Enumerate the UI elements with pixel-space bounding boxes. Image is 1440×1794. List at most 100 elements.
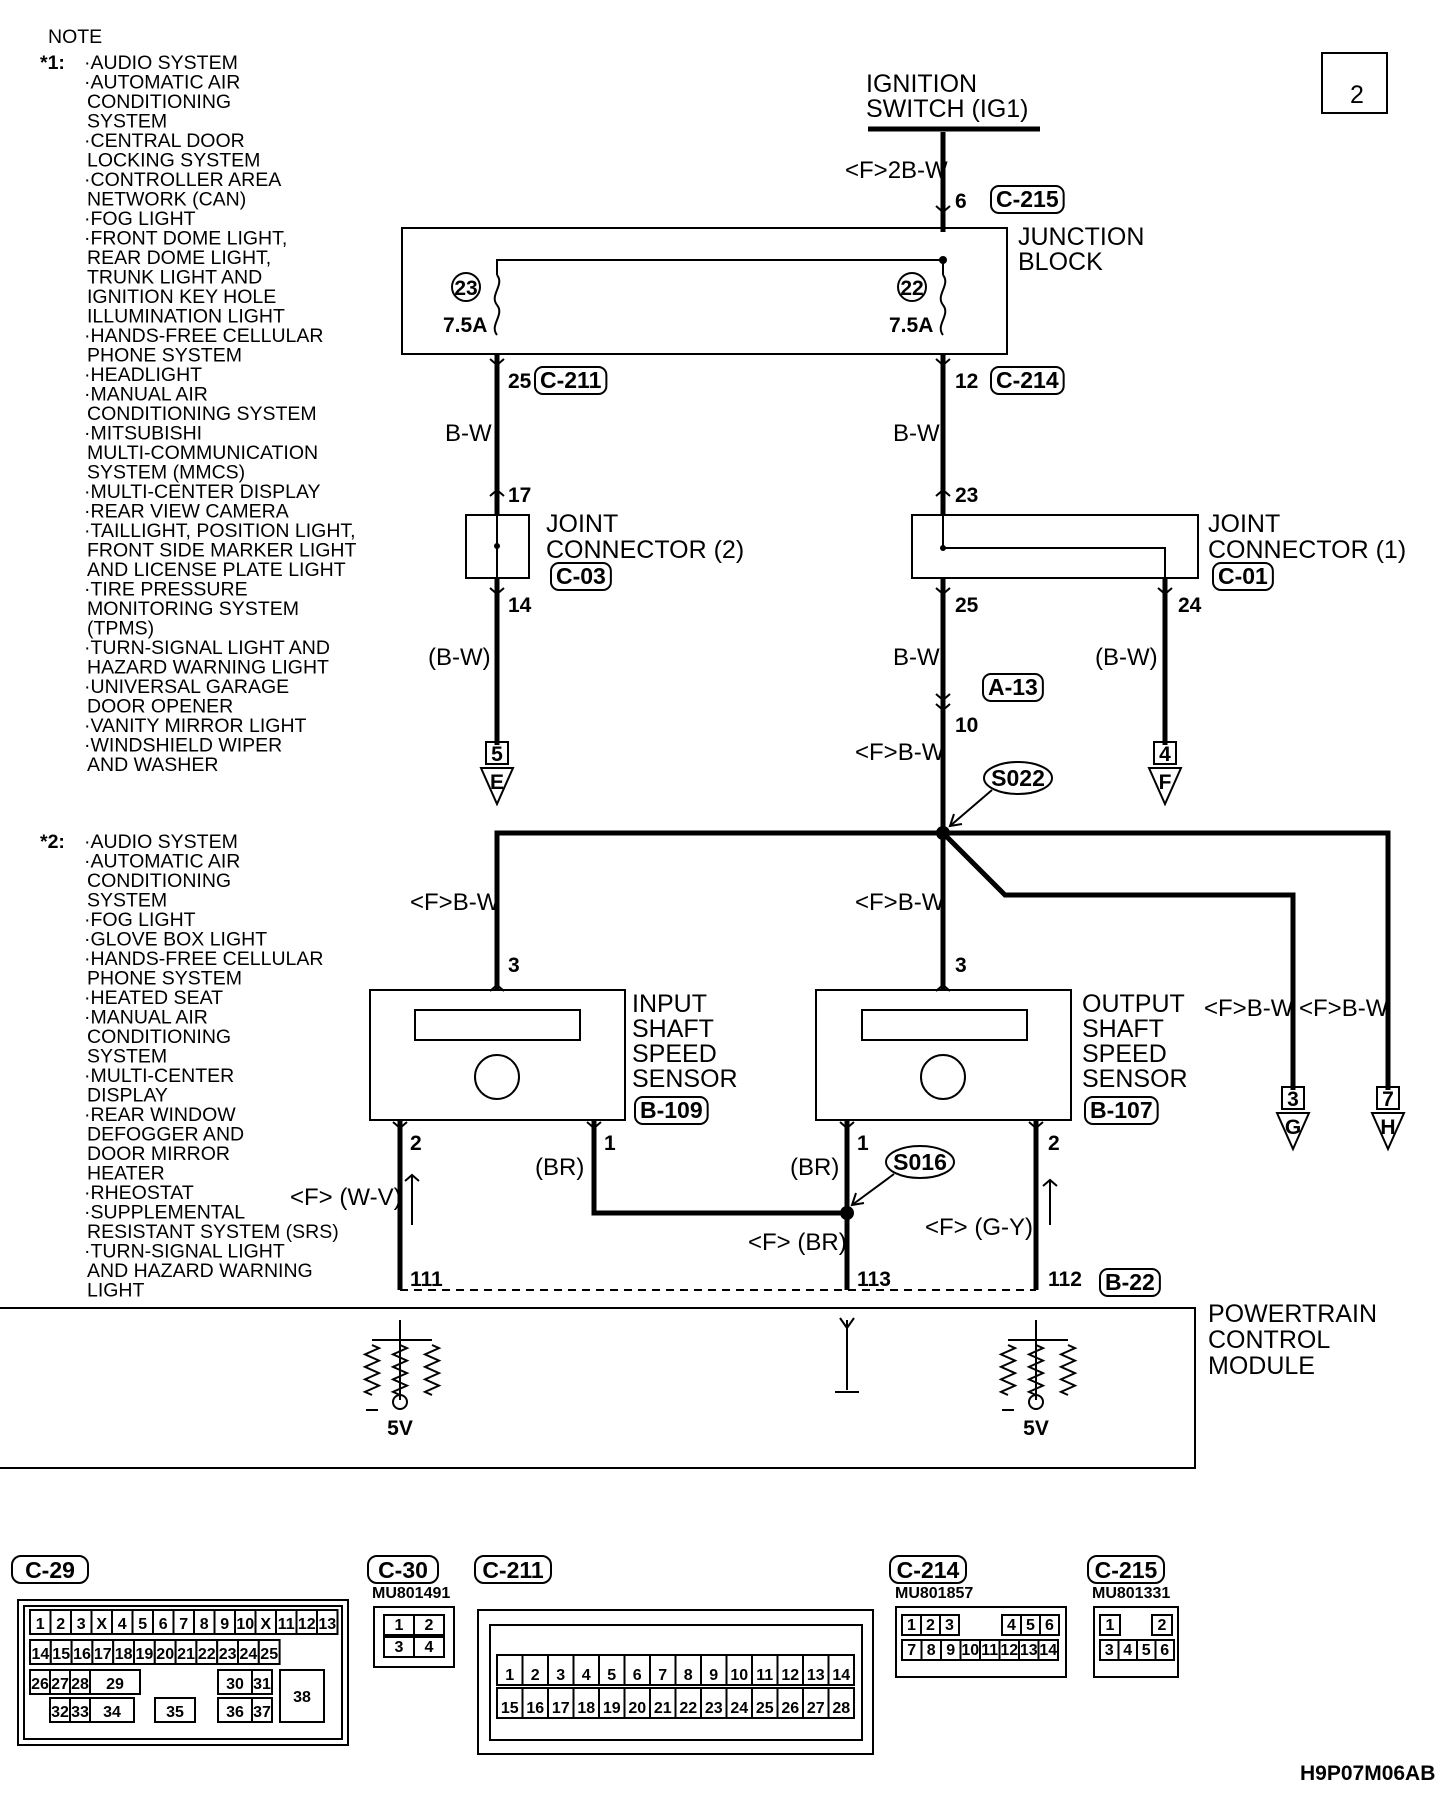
wire-label-f-bw: <F>B-W bbox=[855, 889, 945, 916]
tag-b109: B-109 bbox=[634, 1096, 709, 1125]
fuse-22-number: 22 bbox=[900, 277, 923, 300]
offpage-h-letter: H bbox=[1380, 1116, 1395, 1139]
tag-c211: C-211 bbox=[534, 366, 608, 395]
tag-c03: C-03 bbox=[550, 562, 612, 591]
connector-pin: 17 bbox=[552, 1700, 570, 1717]
tag-c214: C-214 bbox=[990, 366, 1065, 395]
note1-line: ·MANUAL AIR bbox=[84, 384, 208, 406]
iss-label: SHAFT bbox=[632, 1015, 714, 1043]
pin-1: 1 bbox=[857, 1132, 869, 1155]
connector-pin: 8 bbox=[200, 1616, 209, 1633]
wire-label-f-gy: <F> (G-Y) bbox=[925, 1214, 1033, 1241]
wire-label-f-br: <F> (BR) bbox=[748, 1229, 847, 1256]
connector-pin: 3 bbox=[556, 1667, 565, 1684]
wire-label-bw-paren: (B-W) bbox=[428, 644, 491, 671]
connector-pin: 7 bbox=[907, 1642, 916, 1659]
connector-pin: 1 bbox=[505, 1667, 514, 1684]
connector-pin: 6 bbox=[1045, 1617, 1054, 1634]
connector-pin: 1 bbox=[1106, 1617, 1115, 1634]
connector-pin: 2 bbox=[56, 1616, 65, 1633]
note-title: NOTE bbox=[48, 26, 102, 48]
pin-14: 14 bbox=[508, 594, 532, 617]
connector-pin: 23 bbox=[705, 1700, 723, 1717]
note1-marker: *1: bbox=[40, 52, 65, 74]
connector-pin: 6 bbox=[159, 1616, 168, 1633]
note1-line: ·CENTRAL DOOR bbox=[84, 130, 245, 152]
connector-pin: 10 bbox=[730, 1667, 748, 1684]
note1-line: CONDITIONING SYSTEM bbox=[87, 403, 317, 425]
connector-c215-label: C-215 bbox=[1095, 1557, 1158, 1583]
notes-section: NOTE *1: *2: ·AUDIO SYSTEM·AUTOMATIC AIR… bbox=[40, 26, 357, 1302]
connector-pin: 3 bbox=[1105, 1642, 1114, 1659]
offpage-f-number: 4 bbox=[1159, 743, 1171, 766]
connector-pin: 2 bbox=[425, 1617, 434, 1634]
connector-pin: 26 bbox=[31, 1676, 49, 1693]
connector-pin: 14 bbox=[832, 1667, 850, 1684]
connector-pin: 6 bbox=[633, 1667, 642, 1684]
connector-pin: 15 bbox=[52, 1646, 70, 1663]
connector-pin: 2 bbox=[926, 1617, 935, 1634]
connector-pin: 27 bbox=[51, 1676, 69, 1693]
connector-pin: 12 bbox=[1000, 1642, 1018, 1659]
jc1-label: CONNECTOR (1) bbox=[1208, 536, 1406, 564]
wire-label-f-bw: <F>B-W bbox=[1299, 995, 1389, 1022]
note1-line: ·TIRE PRESSURE bbox=[84, 579, 248, 601]
iss-label: SENSOR bbox=[632, 1065, 738, 1093]
connector-pin: 2 bbox=[1158, 1617, 1167, 1634]
note2-line: DOOR MIRROR bbox=[87, 1143, 230, 1165]
splice-s022-label: S022 bbox=[991, 765, 1045, 791]
pcm-5v-left: 5V bbox=[387, 1417, 413, 1440]
pin-6: 6 bbox=[955, 190, 967, 213]
offpage-g-letter: G bbox=[1285, 1116, 1301, 1139]
note2-line: CONDITIONING bbox=[87, 1026, 231, 1048]
iss-box bbox=[369, 989, 626, 1121]
connector-pin: 5 bbox=[1142, 1642, 1151, 1659]
note1-line: FRONT SIDE MARKER LIGHT bbox=[87, 540, 357, 562]
pin-2: 2 bbox=[1048, 1132, 1060, 1155]
connector-c29: C-29 bbox=[11, 1555, 89, 1584]
splice-s022: S022 bbox=[948, 761, 1053, 828]
tag-a13-label: A-13 bbox=[988, 674, 1038, 700]
pcm-label: CONTROL bbox=[1208, 1326, 1330, 1354]
note1-line: LOCKING SYSTEM bbox=[87, 150, 260, 172]
connector-c211: C-211 bbox=[474, 1555, 552, 1584]
iss-label: SPEED bbox=[632, 1040, 717, 1068]
tag-b22-label: B-22 bbox=[1105, 1269, 1155, 1295]
connector-pin: 4 bbox=[118, 1616, 127, 1633]
note1-line: REAR DOME LIGHT, bbox=[87, 247, 271, 269]
note1-line: ·MITSUBISHI bbox=[84, 423, 202, 445]
note1-line: ·UNIVERSAL GARAGE bbox=[84, 676, 289, 698]
note1-line: ·HANDS-FREE CELLULAR bbox=[84, 325, 323, 347]
splice-s016-node bbox=[840, 1206, 854, 1220]
wire-label-bw: B-W bbox=[893, 644, 940, 671]
offpage-h-number: 7 bbox=[1382, 1088, 1394, 1111]
note2-line: ·RHEOSTAT bbox=[84, 1182, 194, 1204]
tag-c211-label: C-211 bbox=[540, 367, 602, 393]
connector-pin: X bbox=[96, 1616, 107, 1633]
pin-111: 111 bbox=[410, 1268, 443, 1291]
pcm-label: POWERTRAIN bbox=[1208, 1300, 1377, 1328]
note1-line: ·TURN-SIGNAL LIGHT AND bbox=[84, 637, 330, 659]
jc1-internal bbox=[942, 515, 1166, 578]
connector-pin: 24 bbox=[730, 1700, 748, 1717]
connector-pin: 8 bbox=[927, 1642, 936, 1659]
note1-line: CONDITIONING bbox=[87, 91, 231, 113]
oss-element bbox=[861, 1009, 1028, 1041]
note2-line: ·GLOVE BOX LIGHT bbox=[84, 929, 267, 951]
pin-3: 3 bbox=[508, 954, 520, 977]
connector-pin: 4 bbox=[425, 1639, 434, 1656]
note1-line: MONITORING SYSTEM bbox=[87, 598, 299, 620]
note2-line: SYSTEM bbox=[87, 1046, 167, 1068]
connector-pin: 9 bbox=[709, 1667, 718, 1684]
connector-c214-label: C-214 bbox=[897, 1557, 960, 1583]
junction-block-label: BLOCK bbox=[1018, 248, 1103, 276]
junction-block-label: JUNCTION bbox=[1018, 223, 1144, 251]
note1-line: ·HEADLIGHT bbox=[84, 364, 202, 386]
connector-pin: 25 bbox=[260, 1646, 278, 1663]
note1-line: HAZARD WARNING LIGHT bbox=[87, 657, 329, 679]
connector-pin: 35 bbox=[166, 1704, 184, 1721]
tag-c215-label: C-215 bbox=[996, 186, 1059, 212]
